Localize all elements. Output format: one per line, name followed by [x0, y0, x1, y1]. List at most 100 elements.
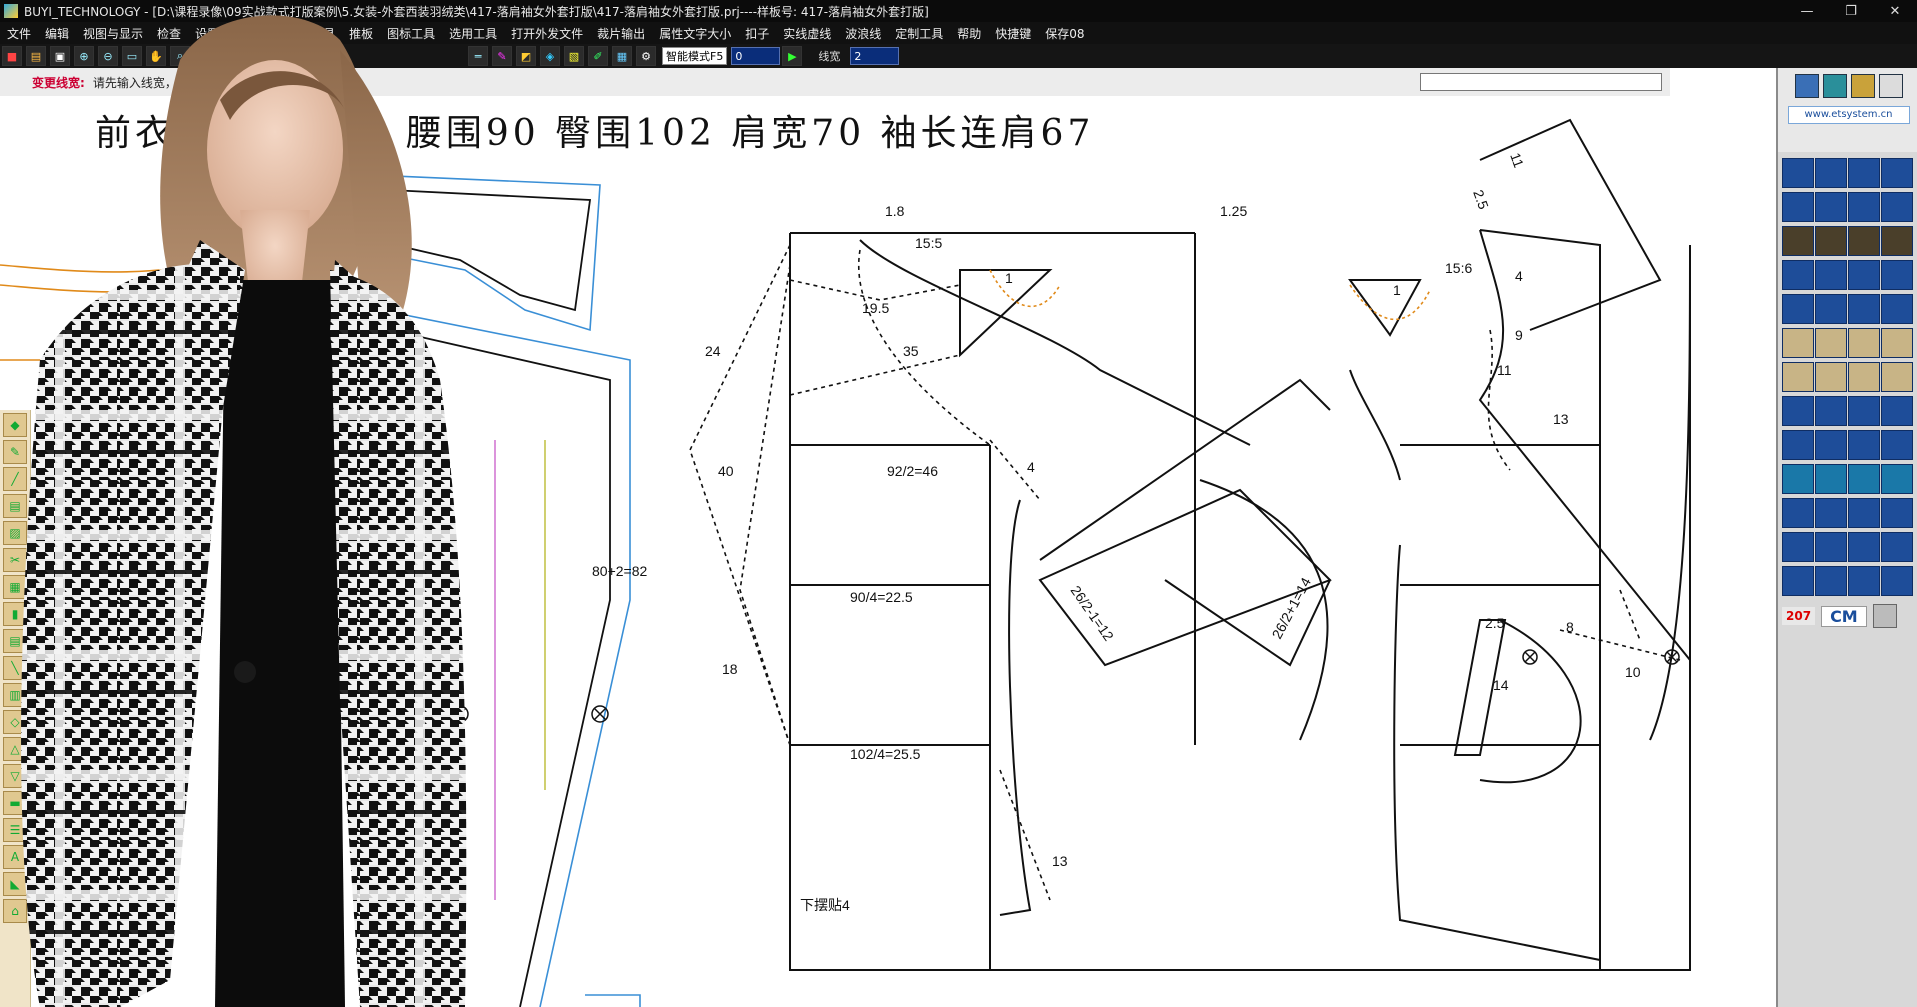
tool-grid-icon[interactable] [1815, 566, 1847, 596]
tool-grid-icon[interactable] [1881, 566, 1913, 596]
tool-grid-icon[interactable] [1848, 192, 1880, 222]
menu-item[interactable]: 裁片输出 [597, 26, 646, 41]
tool-grid-icon[interactable] [1881, 328, 1913, 358]
left-tool-icon[interactable]: ▮ [3, 602, 27, 626]
tool-grid-icon[interactable] [1848, 158, 1880, 188]
tool-grid-icon[interactable] [1881, 464, 1913, 494]
tool-grid-icon[interactable] [1848, 566, 1880, 596]
tool-grid-icon[interactable] [1782, 328, 1814, 358]
left-tool-icon[interactable]: ◣ [3, 872, 27, 896]
left-tool-icon[interactable]: ▨ [3, 521, 27, 545]
tool-grid-icon[interactable] [1848, 464, 1880, 494]
menu-item[interactable]: 帮助 [957, 26, 982, 41]
tool-grid-icon[interactable] [1782, 464, 1814, 494]
measure-tool-icon[interactable]: ◩ [516, 46, 536, 66]
new-file-icon[interactable]: ■ [2, 46, 22, 66]
tool-grid-icon[interactable] [1881, 260, 1913, 290]
open-file-icon[interactable]: ▤ [26, 46, 46, 66]
tool-grid-icon[interactable] [1815, 260, 1847, 290]
menu-item[interactable]: 保存08 [1045, 26, 1085, 41]
mark-tool-icon[interactable]: ▧ [564, 46, 584, 66]
menu-item[interactable]: 推板 [349, 26, 374, 41]
left-tool-icon[interactable]: ◆ [3, 413, 27, 437]
tool-grid-icon[interactable] [1848, 430, 1880, 460]
tool-grid-icon[interactable] [1782, 362, 1814, 392]
tool-grid-icon[interactable] [1782, 294, 1814, 324]
menu-item[interactable]: 属性文字大小 [659, 26, 732, 41]
zoom-out-icon[interactable]: ⊖ [98, 46, 118, 66]
menu-item[interactable]: 打开外发文件 [511, 26, 584, 41]
color-tool-icon[interactable]: ◈ [540, 46, 560, 66]
tool-grid-icon[interactable] [1881, 396, 1913, 426]
left-tool-icon[interactable]: A [3, 845, 27, 869]
menu-item[interactable]: 文件 [7, 26, 32, 41]
maximize-button[interactable]: ❐ [1845, 3, 1857, 19]
tool-grid-icon[interactable] [1815, 328, 1847, 358]
tool-grid-icon[interactable] [1881, 294, 1913, 324]
tool-grid-icon[interactable] [1881, 158, 1913, 188]
tool-grid-icon[interactable] [1782, 158, 1814, 188]
left-tool-icon[interactable]: ✂ [3, 548, 27, 572]
tool-grid-icon[interactable] [1815, 294, 1847, 324]
left-tool-icon[interactable]: ✎ [3, 440, 27, 464]
tool-grid-icon[interactable] [1782, 532, 1814, 562]
edit-tool-icon[interactable]: ✐ [588, 46, 608, 66]
settings-tool-icon[interactable]: ⚙ [636, 46, 656, 66]
grid-tool-icon[interactable]: ▦ [612, 46, 632, 66]
tool-grid-icon[interactable] [1848, 294, 1880, 324]
tool-grid-icon[interactable] [1848, 226, 1880, 256]
tool-grid-icon[interactable] [1881, 192, 1913, 222]
panel-tool-icon[interactable] [1878, 74, 1903, 98]
tool-grid-icon[interactable] [1848, 498, 1880, 528]
menu-item[interactable]: 实线虚线 [783, 26, 832, 41]
pan-hand-icon[interactable]: ✋ [146, 46, 166, 66]
tool-grid-icon[interactable] [1848, 396, 1880, 426]
tool-grid-icon[interactable] [1881, 430, 1913, 460]
menu-item[interactable]: 快捷键 [995, 26, 1032, 41]
tool-grid-icon[interactable] [1815, 192, 1847, 222]
tool-grid-icon[interactable] [1815, 158, 1847, 188]
menu-item[interactable]: 检查 [157, 26, 182, 41]
tool-grid-icon[interactable] [1815, 396, 1847, 426]
line-width-input[interactable]: 2 [850, 47, 900, 65]
tool-grid-icon[interactable] [1881, 498, 1913, 528]
left-tool-icon[interactable]: ⌂ [3, 899, 27, 923]
panel-tool-icon[interactable] [1850, 74, 1875, 98]
menu-item[interactable]: 定制工具 [895, 26, 944, 41]
tool-grid-icon[interactable] [1782, 260, 1814, 290]
tool-grid-icon[interactable] [1848, 260, 1880, 290]
tool-grid-icon[interactable] [1815, 430, 1847, 460]
tool-grid-icon[interactable] [1881, 532, 1913, 562]
tool-grid-icon[interactable] [1815, 532, 1847, 562]
panel-tool-icon[interactable] [1822, 74, 1847, 98]
tool-grid-icon[interactable] [1848, 328, 1880, 358]
tool-grid-icon[interactable] [1848, 532, 1880, 562]
left-tool-icon[interactable]: ╱ [3, 467, 27, 491]
apply-icon[interactable]: ▶ [782, 46, 803, 66]
save-file-icon[interactable]: ▣ [50, 46, 70, 66]
tool-grid-icon[interactable] [1782, 396, 1814, 426]
menu-item[interactable]: 图标工具 [387, 26, 436, 41]
menu-item[interactable]: 视图与显示 [83, 26, 144, 41]
tool-grid-icon[interactable] [1782, 566, 1814, 596]
value-input[interactable]: 0 [731, 47, 781, 65]
fit-view-icon[interactable]: ▭ [122, 46, 142, 66]
menu-item[interactable]: 选用工具 [449, 26, 498, 41]
minimize-button[interactable]: — [1800, 3, 1814, 19]
tool-grid-icon[interactable] [1848, 362, 1880, 392]
menu-item[interactable]: 编辑 [45, 26, 70, 41]
tool-grid-icon[interactable] [1815, 226, 1847, 256]
tool-grid-icon[interactable] [1782, 226, 1814, 256]
tool-grid-icon[interactable] [1815, 362, 1847, 392]
menu-item[interactable]: 波浪线 [845, 26, 882, 41]
zoom-in-icon[interactable]: ⊕ [74, 46, 94, 66]
left-tool-icon[interactable]: ▤ [3, 494, 27, 518]
tool-grid-icon[interactable] [1815, 498, 1847, 528]
tool-grid-icon[interactable] [1815, 464, 1847, 494]
line-tool-icon[interactable]: ═ [468, 46, 488, 66]
pen-tool-icon[interactable]: ✎ [492, 46, 512, 66]
command-input[interactable] [1420, 73, 1662, 91]
tool-grid-icon[interactable] [1782, 192, 1814, 222]
calculator-icon[interactable] [1872, 604, 1897, 628]
mode-select[interactable]: 智能模式F5 [662, 47, 728, 65]
